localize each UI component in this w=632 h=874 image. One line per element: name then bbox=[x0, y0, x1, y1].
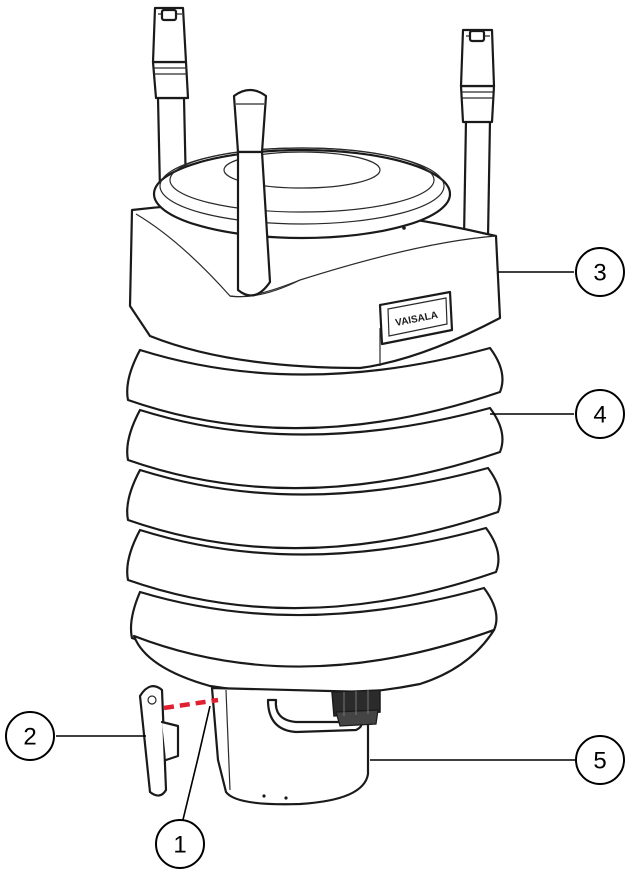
front-antenna bbox=[234, 90, 270, 295]
right-antenna bbox=[461, 30, 494, 238]
leader-line-1 bbox=[180, 706, 210, 832]
cable-connector bbox=[332, 690, 380, 726]
left-antenna bbox=[153, 8, 188, 190]
top-lid bbox=[154, 148, 450, 238]
callout-1: 1 bbox=[156, 820, 204, 868]
callout-5-number: 5 bbox=[593, 748, 606, 775]
callout-4: 4 bbox=[576, 390, 624, 438]
callout-2: 2 bbox=[6, 712, 54, 760]
callout-3: 3 bbox=[576, 248, 624, 296]
radiation-shield bbox=[127, 348, 502, 667]
callout-2-number: 2 bbox=[23, 724, 36, 751]
callout-5: 5 bbox=[576, 736, 624, 784]
detached-clip bbox=[140, 686, 178, 795]
callout-3-number: 3 bbox=[593, 260, 606, 287]
callout-4-number: 4 bbox=[593, 402, 606, 429]
callout-1-number: 1 bbox=[173, 832, 186, 859]
